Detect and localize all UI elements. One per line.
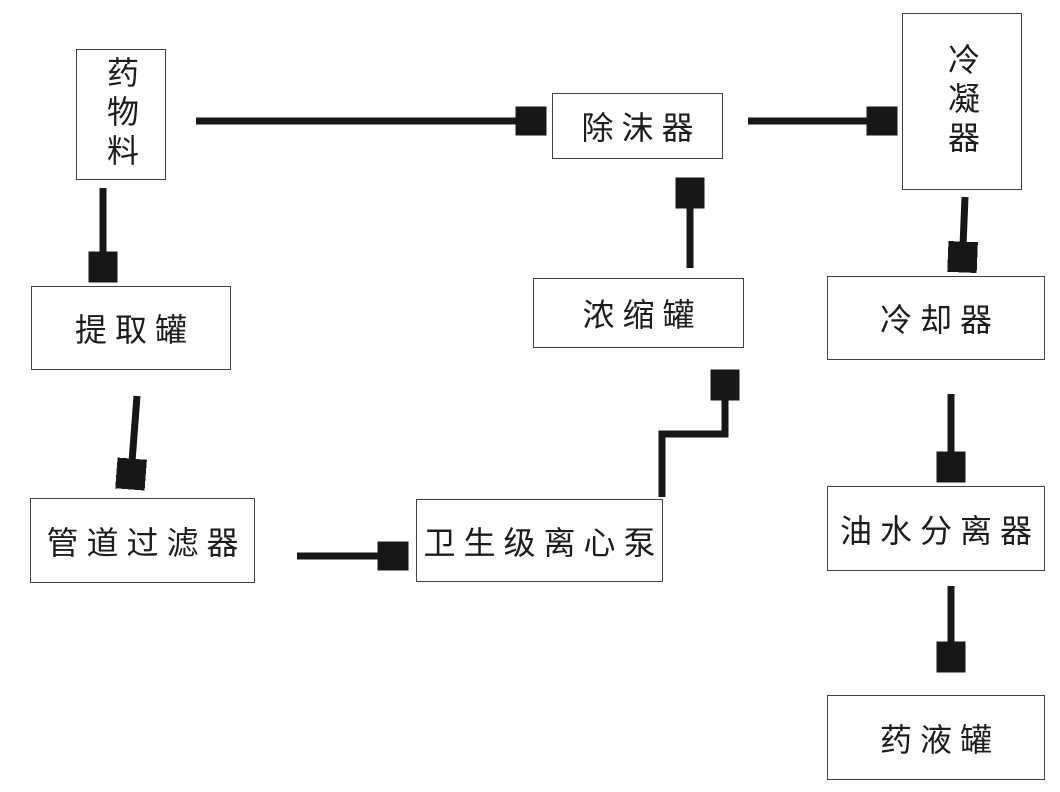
arrow-condenser-to-cooler — [962, 196, 965, 271]
node-drug-material: 药物料 — [76, 49, 166, 180]
node-pipeline-filter: 管道过滤器 — [30, 498, 255, 583]
arrow-pump-to-concentration-tank — [658, 371, 725, 497]
arrow-extraction-tank-to-pipeline-filter — [130, 395, 137, 488]
node-concentration-tank: 浓缩罐 — [533, 278, 744, 348]
node-sanitary-centrifugal-pump: 卫生级离心泵 — [416, 499, 663, 582]
node-liquid-medicine-tank: 药液罐 — [827, 695, 1045, 780]
node-demister: 除沫器 — [552, 93, 723, 159]
node-condenser: 冷凝器 — [902, 13, 1022, 190]
node-extraction-tank: 提取罐 — [31, 286, 231, 370]
node-oil-water-separator: 油水分离器 — [827, 486, 1045, 571]
node-cooler: 冷却器 — [827, 276, 1045, 360]
